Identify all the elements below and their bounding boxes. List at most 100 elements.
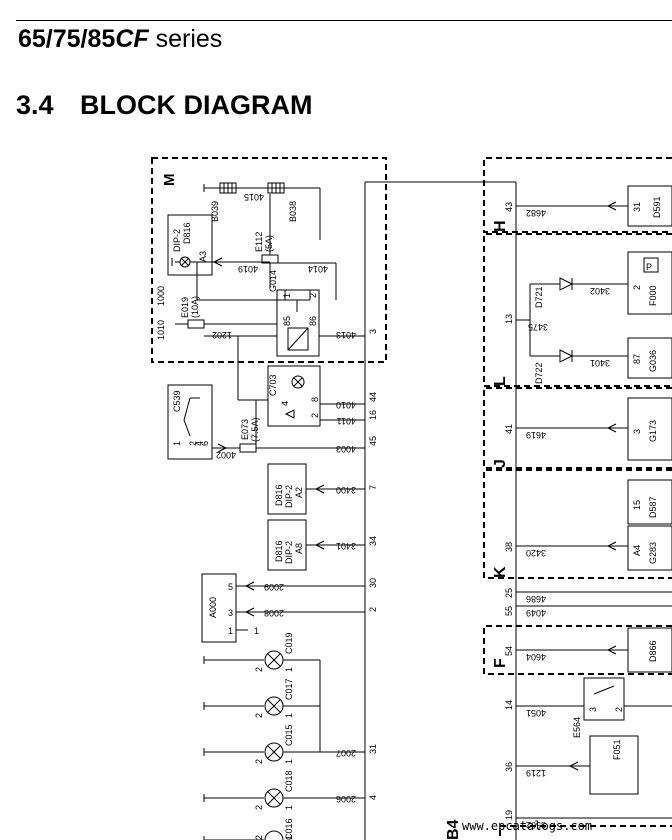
wire-label: 3420 <box>526 548 546 558</box>
part-label: D721 <box>534 286 544 308</box>
bus-pin: 30 <box>368 578 378 588</box>
pin-label: 31 <box>632 202 642 212</box>
block-label-h: H <box>492 220 509 232</box>
wire-label: 4619 <box>526 430 546 440</box>
pin-label: 13 <box>504 314 514 324</box>
wire-label: 4011 <box>337 416 356 426</box>
pin-label: 4 <box>280 401 290 406</box>
component-g283 <box>627 525 672 571</box>
pin-label: 1 <box>282 293 292 298</box>
pin-label: 3 <box>588 707 598 712</box>
block-label-f: F <box>492 658 509 668</box>
wire-label: 2009 <box>264 582 284 592</box>
component-a000 <box>201 573 237 643</box>
component-d587 <box>627 479 672 525</box>
component-d591 <box>627 185 672 227</box>
wire-label: 4015 <box>244 192 264 202</box>
fuse-e019 <box>187 319 205 329</box>
bus-pin: 34 <box>368 536 378 546</box>
fuse-e073 <box>239 443 257 453</box>
bus-pin: 44 <box>368 392 378 402</box>
wire-label: 2008 <box>264 608 284 618</box>
pin-label: 8 <box>310 397 320 402</box>
component-g036 <box>627 337 672 379</box>
part-label: D816 <box>274 484 284 506</box>
pin-label: 15 <box>632 500 642 510</box>
component-f000 <box>627 251 672 315</box>
pin-label: 4 <box>194 441 204 446</box>
component-c703 <box>267 365 321 427</box>
pin-label: 1 <box>284 759 294 764</box>
model-prefix: 65/75/85 <box>18 25 116 53</box>
block-label-k: K <box>492 566 509 578</box>
part-label: DIP-2 <box>284 485 294 508</box>
pin-label: 1 <box>284 805 294 810</box>
pin-label: A2 <box>294 487 304 498</box>
section-title: BLOCK DIAGRAM <box>80 90 313 120</box>
block-label-j: J <box>492 459 509 468</box>
part-label: A3 <box>198 251 208 262</box>
pin-label: A4 <box>632 545 642 556</box>
pin-label: 1 <box>228 626 233 636</box>
pin-label: 14 <box>504 700 514 710</box>
header-rule <box>16 20 672 21</box>
part-label: E073 <box>240 419 250 440</box>
part-label: C539 <box>172 390 182 412</box>
pin-label: 1 <box>284 713 294 718</box>
pin-label: 85 <box>282 316 292 326</box>
wire-label: 1000 <box>156 286 166 306</box>
pin-label: 38 <box>504 542 514 552</box>
diode-d721 <box>559 277 574 291</box>
bus-pin: 31 <box>368 744 378 754</box>
pin-label: 2 <box>254 667 264 672</box>
lamp-group <box>203 650 365 840</box>
pin-label: 2 <box>310 413 320 418</box>
pin-label: 1 <box>254 626 259 636</box>
wire-label: 4013 <box>336 330 356 340</box>
pin-label: 86 <box>308 316 318 326</box>
part-label: (7.5A) <box>250 417 260 442</box>
part-label: D816 <box>274 540 284 562</box>
pin-label: 6 <box>200 441 210 446</box>
pin-label: 41 <box>504 424 514 434</box>
block-h-frame <box>483 157 672 233</box>
bus-pin: 45 <box>368 436 378 446</box>
component-c539 <box>167 384 213 460</box>
wire-label: 4686 <box>526 594 546 604</box>
pin-label: 5 <box>228 582 233 592</box>
part-label: G036 <box>648 350 658 372</box>
wire-label: 4003 <box>336 444 356 454</box>
bus-pin: 7 <box>368 485 378 490</box>
bus-pin: 16 <box>368 410 378 420</box>
block-k-frame <box>483 469 672 579</box>
wire-label: 1010 <box>156 320 166 340</box>
wire-label: 4604 <box>526 652 546 662</box>
part-label: B039 <box>210 201 220 222</box>
wire-label: 4049 <box>526 608 546 618</box>
pin-label: 25 <box>504 588 514 598</box>
pin-label: 36 <box>504 762 514 772</box>
model-suffix: CF <box>115 25 149 53</box>
part-label: G283 <box>648 542 658 564</box>
bus-pin: 3 <box>368 329 378 334</box>
part-label: F000 <box>648 285 658 306</box>
diode-d722 <box>559 349 574 363</box>
pin-label: 1 <box>172 441 182 446</box>
wire-label: 4051 <box>526 708 546 718</box>
part-label: B038 <box>288 201 298 222</box>
block-m-frame <box>151 157 387 363</box>
lamp-label: C018 <box>284 770 294 792</box>
model-series-heading: 65/75/85CF series <box>18 24 222 54</box>
lamp-label: C017 <box>284 678 294 700</box>
pin-label: 3 <box>228 608 233 618</box>
wire-label: 4019 <box>238 264 258 274</box>
part-label: D591 <box>652 196 662 218</box>
part-label: F051 <box>612 739 622 760</box>
wire-label: 4002 <box>216 450 236 460</box>
component-d866 <box>627 627 672 673</box>
part-label: D816 <box>182 222 192 244</box>
series-word: series <box>155 25 223 53</box>
component-e564 <box>583 677 625 721</box>
pin-label: 3 <box>632 429 642 434</box>
